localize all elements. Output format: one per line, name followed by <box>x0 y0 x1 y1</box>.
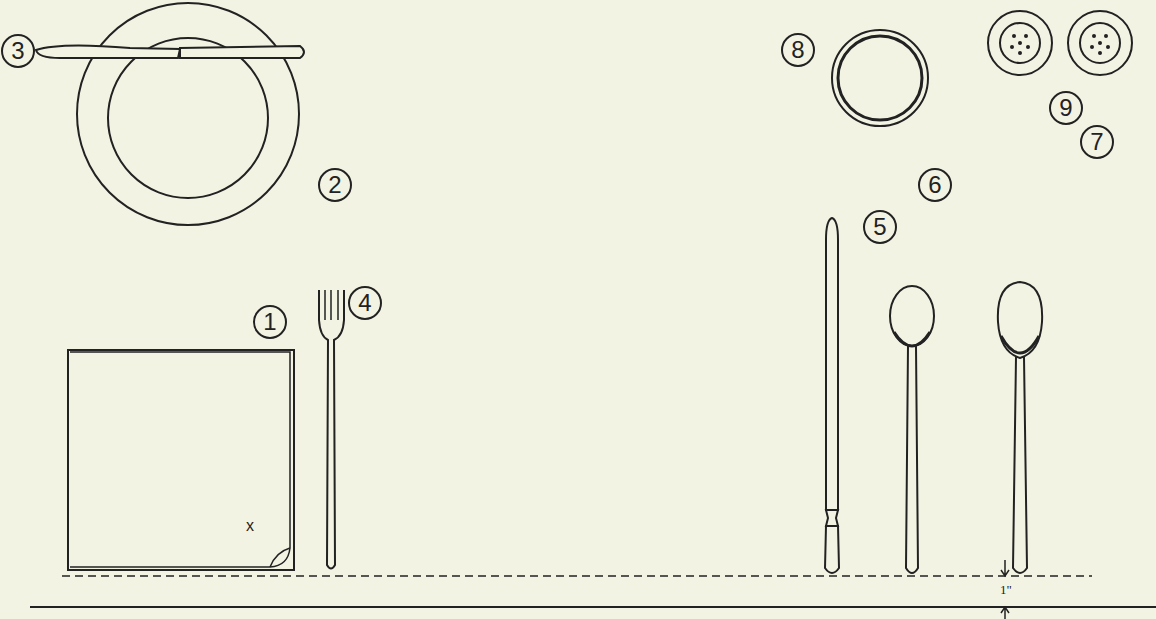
callout-circle: 9 <box>1049 91 1083 125</box>
callout-number: 8 <box>791 38 804 62</box>
callout-number: 1 <box>263 310 276 334</box>
salt-shaker-top <box>1000 23 1040 63</box>
soup-spoon-bowl <box>998 282 1042 358</box>
water-glass-rim <box>838 36 922 120</box>
soup-spoon-handle <box>1013 357 1027 573</box>
napkin <box>68 350 294 570</box>
bread-plate <box>77 3 299 225</box>
callout-circle: 1 <box>253 305 287 339</box>
table-edge <box>30 606 1156 608</box>
napkin-mark: x <box>246 518 254 534</box>
dinner-knife-handle <box>825 526 839 573</box>
shaker-holes <box>1010 34 1110 55</box>
water-glass <box>832 30 928 126</box>
soup-spoon-bowl-shade <box>1001 336 1039 353</box>
callout-number: 3 <box>11 39 24 63</box>
butter-knife-handle <box>180 46 304 58</box>
dinner-knife-bolster <box>826 510 838 526</box>
callout-circle: 4 <box>348 286 382 320</box>
callout-circle: 8 <box>781 33 815 67</box>
dinner-fork <box>319 290 344 569</box>
napkin-fold <box>70 352 290 567</box>
butter-knife-blade <box>36 45 180 58</box>
teaspoon-handle <box>906 346 918 573</box>
callout-number: 4 <box>358 291 371 315</box>
fork-tines <box>325 290 338 320</box>
salt-shaker <box>988 11 1052 75</box>
callout-circle: 2 <box>318 168 352 202</box>
callout-circle: 6 <box>918 168 952 202</box>
teaspoon-bowl <box>890 286 934 346</box>
bread-plate-rim <box>108 38 268 198</box>
dimension-label: 1" <box>998 583 1014 596</box>
dimension-arrow <box>1001 607 1009 619</box>
callout-number: 2 <box>328 173 341 197</box>
pepper-shaker <box>1068 11 1132 75</box>
callout-number: 6 <box>928 173 941 197</box>
teaspoon-bowl-shade <box>894 332 930 346</box>
callout-number: 5 <box>873 215 886 239</box>
callout-circle: 7 <box>1080 125 1114 159</box>
dimension-arrow <box>1001 560 1009 576</box>
pepper-shaker-top <box>1080 23 1120 63</box>
callout-circle: 5 <box>863 210 897 244</box>
one-inch-guide-line <box>62 575 1092 577</box>
napkin-corner <box>270 548 290 567</box>
dinner-knife-blade <box>826 218 838 510</box>
callout-number: 9 <box>1059 96 1072 120</box>
callout-circle: 3 <box>1 34 35 68</box>
callout-number: 7 <box>1090 130 1103 154</box>
